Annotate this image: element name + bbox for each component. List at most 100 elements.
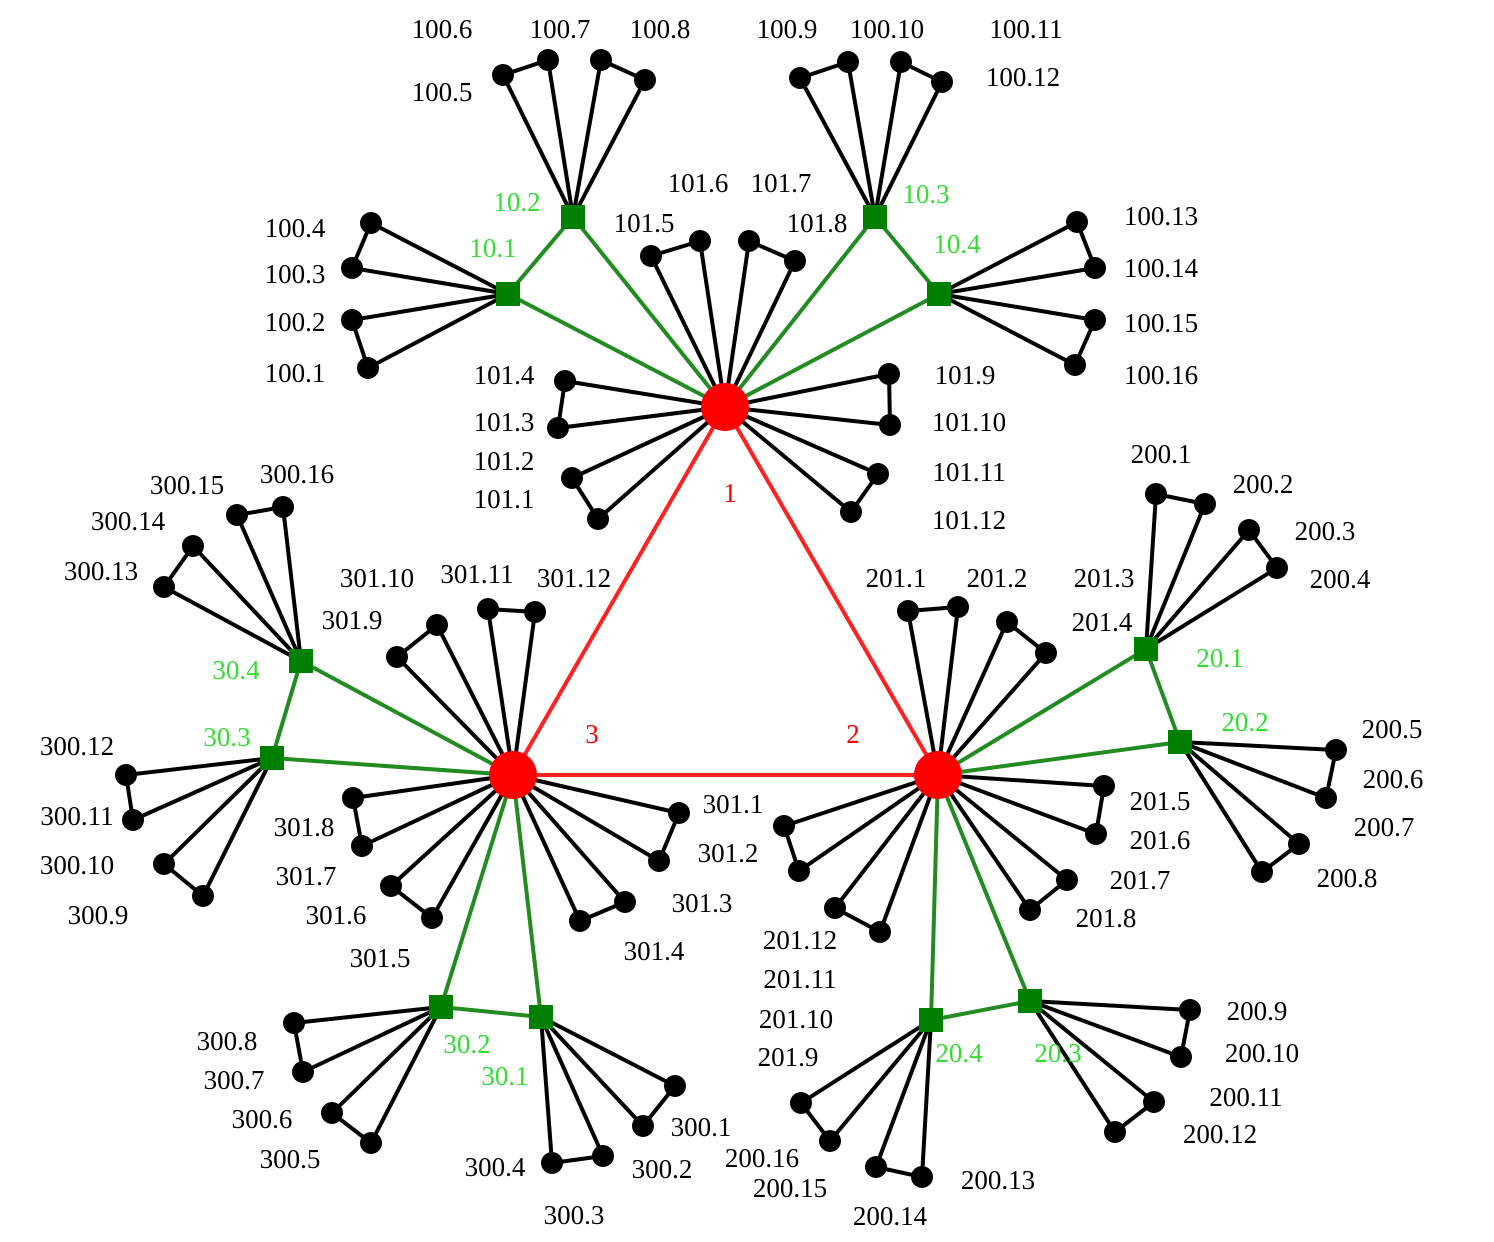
- host-label-100-6: 100.6: [412, 14, 473, 44]
- host-link-300-7: [302, 1005, 442, 1074]
- host-label-200-14: 200.14: [853, 1201, 928, 1231]
- switch-node-30-4: [289, 649, 313, 673]
- host-label-200-5: 200.5: [1362, 714, 1423, 744]
- host-link-201-2: [936, 606, 960, 776]
- host-link-300-2: [539, 1015, 645, 1128]
- switch-uplink-10-3: [723, 215, 877, 409]
- host-node-300-10: [153, 853, 175, 875]
- host-link-201-7: [936, 773, 1069, 882]
- host-link-100-2: [351, 292, 509, 322]
- host-link-201-1: [906, 610, 940, 776]
- host-label-200-2: 200.2: [1233, 469, 1294, 499]
- host-link-100-14: [938, 266, 1096, 296]
- core-links-layer: [511, 405, 940, 777]
- host-label-100-14: 100.14: [1124, 253, 1199, 283]
- host-node-101-7: [738, 230, 760, 252]
- switch-uplink-20-1: [936, 647, 1148, 777]
- host-link-200-10: [1029, 999, 1182, 1059]
- host-link-200-3: [1144, 528, 1251, 651]
- switch-node-20-4: [919, 1008, 943, 1032]
- host-link-301-3: [511, 773, 627, 904]
- switch-label-30-3: 30.3: [203, 722, 250, 752]
- host-link-201-4: [936, 651, 1048, 777]
- host-link-300-14: [191, 544, 303, 663]
- switch-node-10-1: [496, 282, 520, 306]
- host-node-300-8: [283, 1012, 305, 1034]
- host-label-201-8: 201.8: [1076, 903, 1137, 933]
- host-label-100-1: 100.1: [265, 358, 326, 388]
- switch-peer-link: [270, 660, 303, 759]
- host-label-301-1: 301.1: [703, 789, 764, 819]
- host-node-100-4: [360, 212, 382, 234]
- core-link-c1-c2: [723, 405, 940, 777]
- host-link-300-15: [235, 514, 303, 662]
- core-router-1: [701, 383, 749, 431]
- host-label-200-6: 200.6: [1363, 764, 1424, 794]
- host-label-300-2: 300.2: [632, 1154, 693, 1184]
- host-label-101-7: 101.7: [751, 168, 812, 198]
- host-node-200-2: [1194, 493, 1216, 515]
- host-node-301-8: [342, 787, 364, 809]
- host-link-201-6: [937, 773, 1097, 836]
- host-node-101-12: [840, 501, 862, 523]
- host-link-201-8: [936, 773, 1032, 912]
- host-node-301-10: [426, 614, 448, 636]
- host-node-201-6: [1085, 823, 1107, 845]
- core-router-2: [914, 751, 962, 799]
- switch-links-layer: [270, 215, 1182, 1022]
- host-link-101-10: [724, 405, 891, 427]
- host-node-100-15: [1084, 309, 1106, 331]
- host-link-300-4: [539, 1016, 554, 1164]
- host-node-200-15: [819, 1130, 841, 1152]
- host-node-201-11: [788, 860, 810, 882]
- switch-label-10-1: 10.1: [469, 233, 516, 263]
- host-node-200-1: [1145, 483, 1167, 505]
- host-node-301-2: [648, 850, 670, 872]
- switch-node-30-2: [429, 995, 453, 1019]
- host-link-101-6: [698, 240, 727, 408]
- host-node-100-9: [789, 67, 811, 89]
- switch-peer-link: [873, 215, 941, 296]
- host-node-100-2: [341, 309, 363, 331]
- host-node-101-5: [640, 245, 662, 267]
- host-label-201-9: 201.9: [758, 1042, 819, 1072]
- host-label-100-4: 100.4: [265, 213, 326, 243]
- host-label-200-15: 200.15: [753, 1173, 827, 1203]
- host-label-201-1: 201.1: [866, 563, 927, 593]
- host-label-301-9: 301.9: [322, 605, 383, 635]
- host-label-301-12: 301.12: [537, 563, 611, 593]
- host-node-301-6: [380, 875, 402, 897]
- host-label-101-4: 101.4: [474, 360, 535, 390]
- host-label-201-2: 201.2: [967, 563, 1028, 593]
- host-node-100-6: [537, 49, 559, 71]
- host-label-101-6: 101.6: [668, 168, 729, 198]
- host-node-100-11: [890, 51, 912, 73]
- host-label-301-10: 301.10: [340, 563, 414, 593]
- host-node-100-16: [1064, 354, 1086, 376]
- host-link-200-11: [1028, 999, 1156, 1104]
- host-link-100-5: [501, 74, 575, 218]
- host-link-301-6: [389, 773, 515, 888]
- host-node-301-4: [569, 910, 591, 932]
- host-label-100-13: 100.13: [1124, 201, 1198, 231]
- host-label-201-11: 201.11: [763, 964, 836, 994]
- host-node-201-3: [996, 611, 1018, 633]
- switch-uplink-20-3: [936, 774, 1032, 1002]
- switch-uplink-10-2: [571, 215, 727, 409]
- host-node-100-14: [1084, 257, 1106, 279]
- switch-label-10-4: 10.4: [933, 229, 981, 259]
- host-link-100-9: [798, 77, 877, 218]
- host-label-101-8: 101.8: [787, 208, 848, 238]
- switch-node-30-3: [260, 746, 284, 770]
- host-node-100-8: [634, 69, 656, 91]
- host-label-101-3: 101.3: [474, 407, 535, 437]
- core-link-c3-c1: [511, 406, 727, 776]
- host-link-301-11: [486, 608, 515, 776]
- host-node-200-7: [1288, 833, 1310, 855]
- host-link-300-9: [201, 757, 274, 897]
- host-label-300-4: 300.4: [465, 1152, 526, 1182]
- host-label-201-7: 201.7: [1110, 865, 1171, 895]
- host-link-200-16: [799, 1018, 933, 1105]
- switch-label-20-1: 20.1: [1196, 643, 1243, 673]
- host-link-200-15: [828, 1018, 933, 1143]
